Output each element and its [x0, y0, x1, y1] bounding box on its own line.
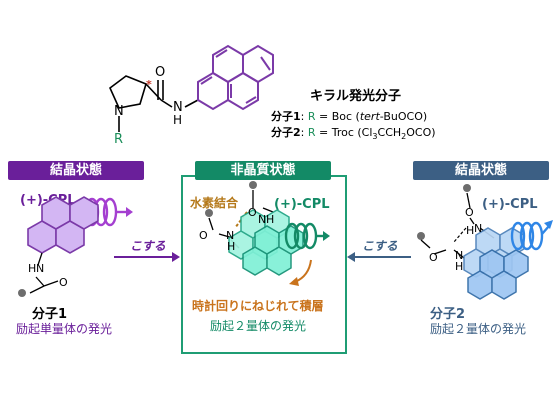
mol1-italic: tert — [359, 110, 380, 123]
right-atom-N1: N — [474, 222, 483, 235]
left-mol-label: 分子1 — [32, 307, 68, 322]
center-spiral-icon — [284, 222, 330, 250]
right-header: 結晶状態 — [413, 161, 549, 180]
center-atom-H1: H — [266, 213, 275, 226]
left-rub-arrow — [114, 252, 180, 262]
left-atom-N: N — [36, 262, 45, 275]
mol1-tail: -BuOCO) — [379, 110, 428, 123]
mol1-rest: = Boc ( — [315, 110, 360, 123]
center-emission: 励起２量体の発光 — [210, 319, 307, 333]
right-arrow-label: こする — [362, 239, 398, 253]
mol2-mid: CCH — [377, 126, 402, 139]
center-atom-H2: H — [227, 240, 236, 253]
atom-O-top: O — [155, 65, 166, 80]
mol2-sub1: 3 — [372, 132, 378, 142]
center-atom-O2: O — [199, 229, 208, 242]
mol1-r: R — [307, 110, 316, 123]
center-atom-O1: O — [248, 206, 257, 219]
mol2-r: R — [307, 126, 316, 139]
atom-N-amide: N — [173, 100, 183, 115]
right-rub-arrow — [347, 252, 411, 262]
mol1-prefix: 分子1 — [271, 110, 301, 123]
atom-R: R — [114, 132, 124, 147]
right-atom-H1: H — [466, 224, 475, 237]
left-arrow-label: こする — [130, 239, 166, 253]
right-atom-N2: N — [455, 249, 464, 262]
right-atom-O1: O — [465, 206, 474, 219]
right-atom-O2: O — [429, 251, 438, 264]
right-atom-H2: H — [455, 260, 464, 273]
center-stack-label: 時計回りにねじれて積層 — [192, 299, 324, 313]
mol2-prefix: 分子2 — [271, 126, 301, 139]
chiral-molecule-structure — [109, 44, 274, 132]
left-pyrene-diagram — [18, 196, 133, 297]
mol2-tail: OCO) — [406, 126, 436, 139]
left-atom-O: O — [59, 276, 68, 289]
left-header: 結晶状態 — [8, 161, 144, 180]
right-cpl: (+)-CPL — [482, 197, 538, 212]
chiral-title: キラル発光分子 — [310, 89, 402, 104]
center-hbond-label: 水素結合 — [190, 196, 239, 210]
center-cpl: (+)-CPL — [274, 197, 330, 212]
mol2-definition: 分子2: R = Troc (Cl3CCH2OCO) — [271, 126, 436, 142]
mol1-definition: 分子1: R = Boc (tert-BuOCO) — [271, 110, 428, 123]
left-emission: 励起単量体の発光 — [16, 322, 113, 336]
center-atom-N1: N — [258, 213, 267, 226]
center-header: 非晶質状態 — [195, 161, 331, 180]
center-dimer-diagram — [205, 181, 330, 286]
right-spiral-icon — [510, 220, 553, 251]
left-atom-H: H — [28, 262, 37, 275]
atom-N-ring: N — [114, 104, 124, 119]
atom-H-amide: H — [173, 113, 183, 127]
chiral-star: * — [146, 78, 152, 91]
mol2-sub2: 2 — [401, 132, 407, 142]
right-emission: 励起２量体の発光 — [430, 322, 527, 336]
mol2-rest: = Troc (Cl — [315, 126, 373, 139]
right-mol-label: 分子2 — [430, 307, 466, 322]
right-dimer-diagram — [417, 184, 553, 300]
center-atom-N2: N — [226, 229, 235, 242]
